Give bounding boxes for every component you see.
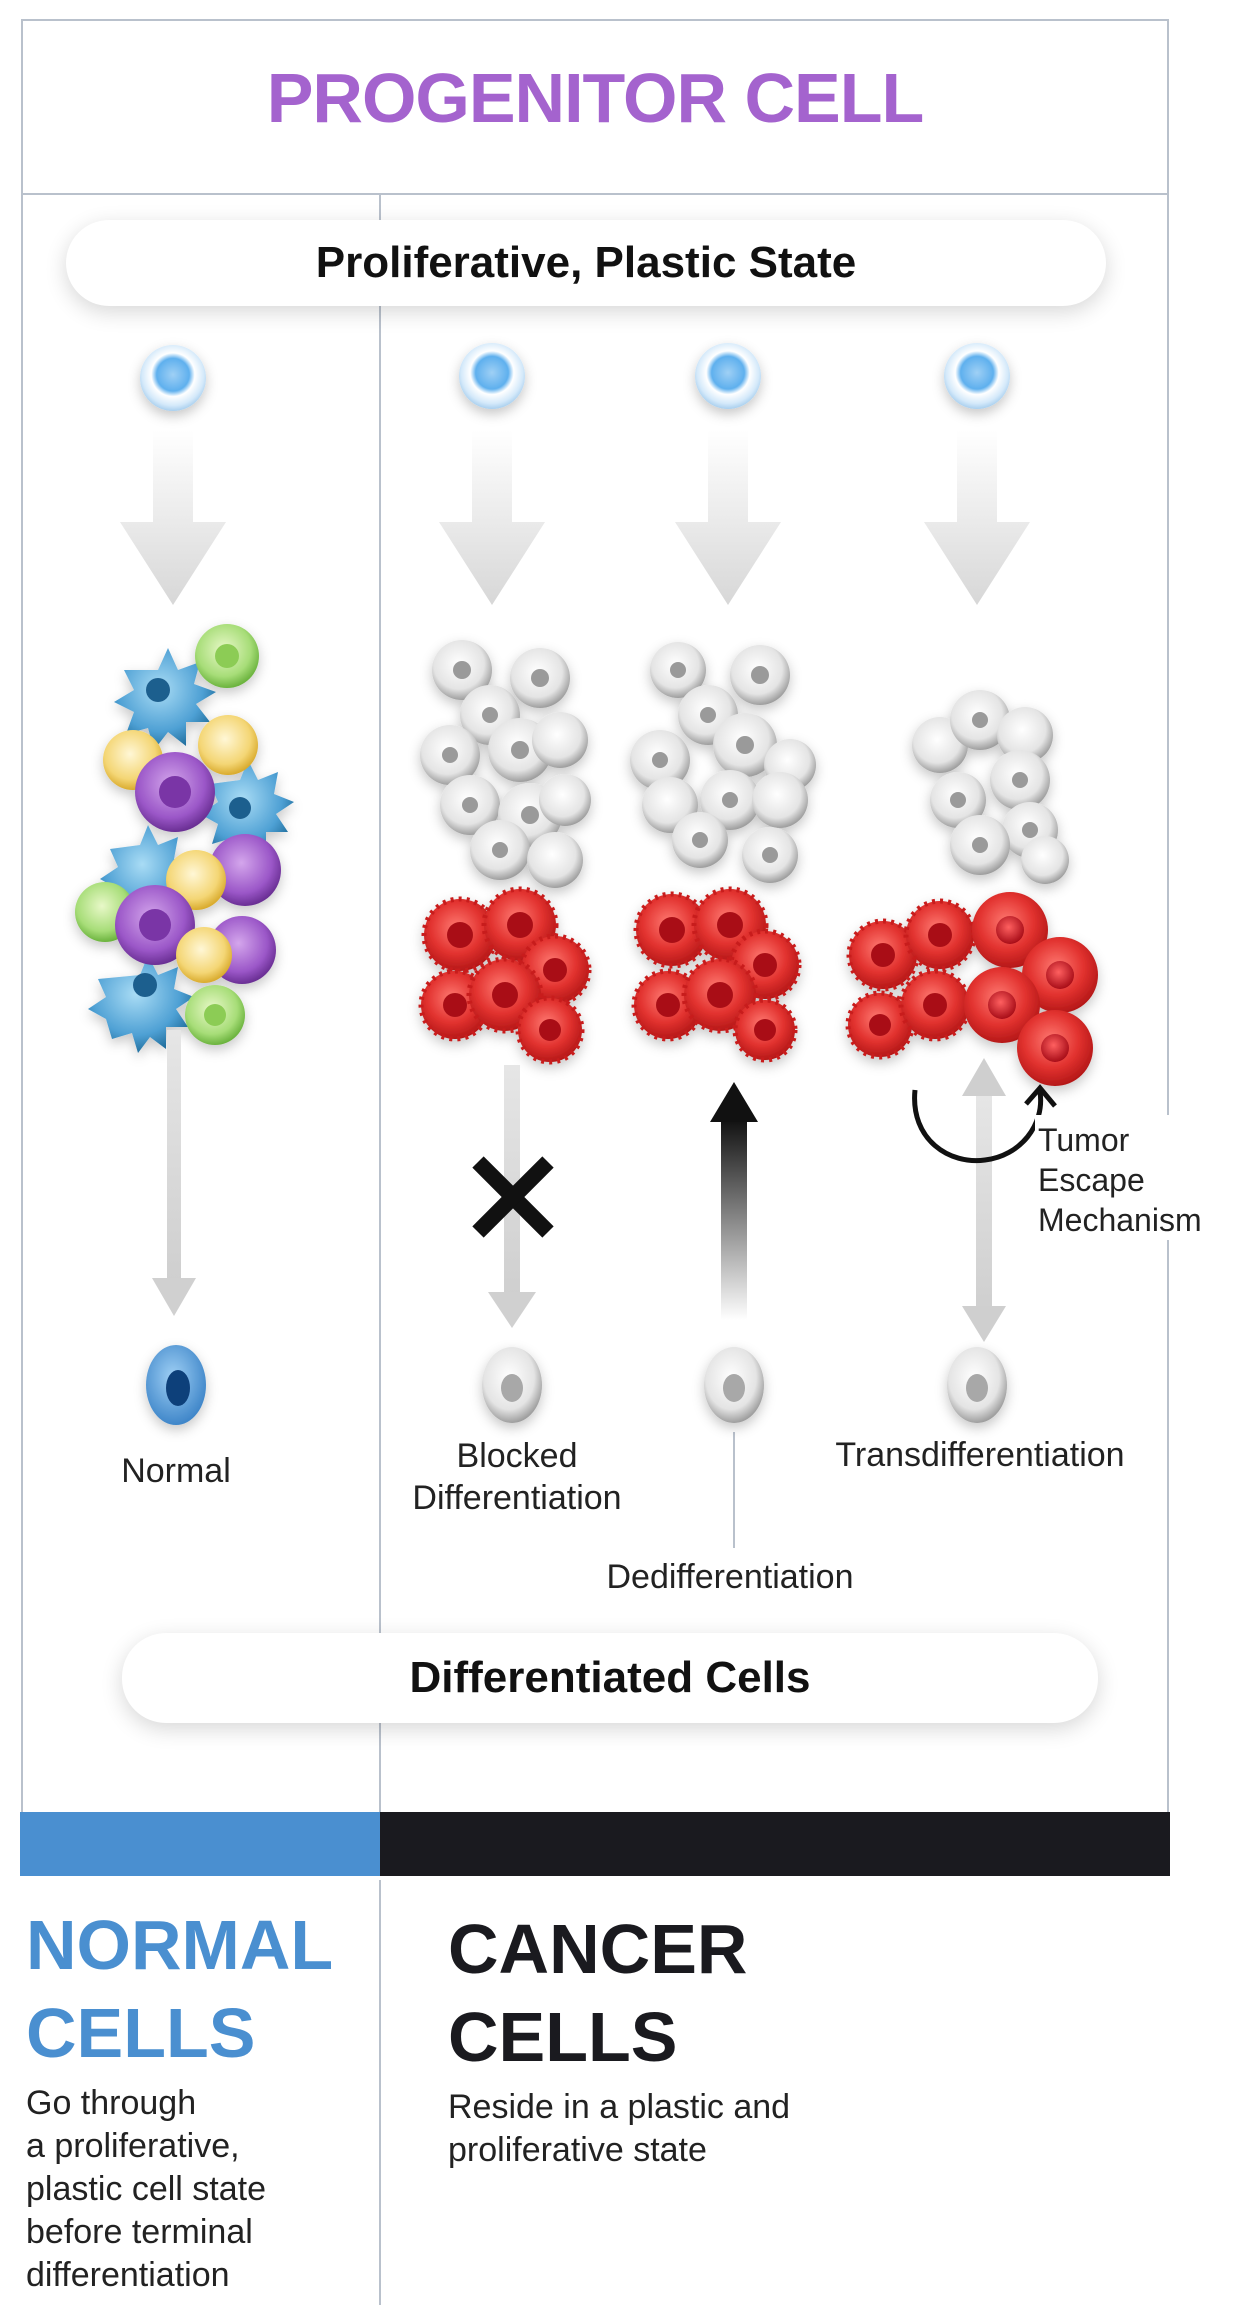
normal-color-bar xyxy=(20,1812,382,1876)
cancer-color-bar xyxy=(380,1812,1170,1876)
blocked-differentiation-arrow xyxy=(488,1065,536,1328)
tumor-label-backdrop xyxy=(1035,1115,1210,1240)
cancer-desc-line: proliferative state xyxy=(448,2131,707,2169)
cancer-description: Reside in a plastic and proliferative st… xyxy=(448,2086,790,2172)
label-transdifferentiation: Transdifferentiation xyxy=(835,1436,1125,1474)
normal-differentiation-arrow xyxy=(152,1030,196,1316)
cancer-heading-line2: CELLS xyxy=(448,1998,678,2076)
differentiated-gray-cell xyxy=(482,1347,1007,1423)
up-arrow-icon xyxy=(710,1082,758,1320)
progenitor-cell-icon xyxy=(140,343,1010,411)
cancer-heading-line1: CANCER xyxy=(448,1910,748,1988)
normal-differentiated-cell xyxy=(146,1345,206,1425)
label-tumor-line1: Tumor xyxy=(1038,1122,1130,1158)
down-arrow-icon xyxy=(120,430,1030,605)
normal-cell-cluster xyxy=(75,624,294,1053)
gray-cell-nuclei xyxy=(442,661,1038,863)
cancer-desc-line: Reside in a plastic and xyxy=(448,2088,791,2126)
proliferative-state-banner: Proliferative, Plastic State xyxy=(66,220,1106,306)
normal-heading-line2: CELLS xyxy=(26,1994,256,2072)
normal-heading-line1: NORMAL xyxy=(26,1906,334,1984)
normal-desc-line: plastic cell state xyxy=(26,2170,266,2208)
red-cancer-cell-cluster xyxy=(418,886,1098,1086)
label-tumor-line2: Escape xyxy=(1038,1162,1145,1198)
normal-description: Go through a proliferative, plastic cell… xyxy=(26,2082,266,2297)
label-dedifferentiation: Dedifferentiation xyxy=(606,1558,854,1596)
normal-desc-line: before terminal xyxy=(26,2213,253,2251)
label-tumor-line3: Mechanism xyxy=(1038,1202,1202,1238)
label-normal: Normal xyxy=(121,1452,231,1490)
normal-desc-line: Go through xyxy=(26,2084,197,2122)
differentiated-cells-banner: Differentiated Cells xyxy=(122,1633,1098,1723)
normal-desc-line: differentiation xyxy=(26,2256,230,2294)
label-blocked-line2: Differentiation xyxy=(412,1479,622,1517)
normal-desc-line: a proliferative, xyxy=(26,2127,240,2165)
transdifferentiation-arrow xyxy=(962,1058,1006,1342)
label-blocked-line1: Blocked xyxy=(456,1437,578,1475)
gray-cell-cluster xyxy=(420,640,1069,888)
page-title: PROGENITOR CELL xyxy=(266,59,925,137)
blocked-x-icon xyxy=(472,1156,554,1238)
